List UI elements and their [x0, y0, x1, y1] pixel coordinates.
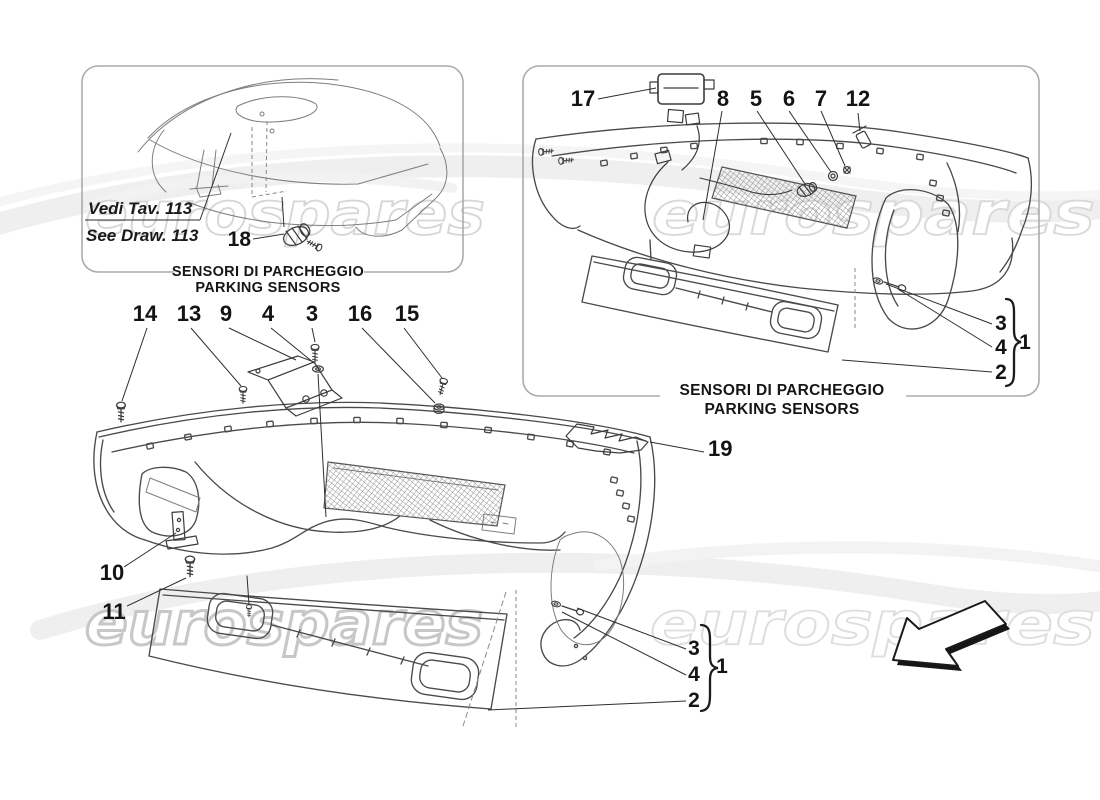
leader-lines-main: [121, 327, 705, 711]
callout-19: 19: [708, 436, 732, 461]
part-screw-14: [115, 401, 127, 423]
inset-diagram: Vedi Tav. 113 See Draw. 113 18 SENSORI D…: [81, 65, 464, 298]
part-clip-12: [852, 125, 872, 149]
inset-ref-italian: Vedi Tav. 113: [88, 199, 193, 218]
callout-8: 8: [717, 86, 729, 111]
tr-caption-it: SENSORI DI PARCHEGGIO: [680, 382, 885, 399]
part-bolt-3: [310, 343, 320, 363]
callout-16: 16: [348, 301, 372, 326]
callout-2-main: 2: [688, 689, 700, 712]
part-screw-15: [435, 377, 449, 397]
direction-arrow: [892, 600, 1010, 671]
callout-4-top: 4: [262, 301, 275, 326]
watermark-middle-left: eurospares: [85, 179, 485, 249]
callout-5: 5: [750, 86, 762, 111]
callout-10: 10: [100, 560, 124, 585]
bumper-shell-tr: [531, 122, 1033, 330]
car-rear-sketch: [137, 78, 448, 237]
callout-9: 9: [220, 301, 232, 326]
callout-17: 17: [571, 86, 595, 111]
callout-13: 13: [177, 301, 201, 326]
part-bracket-9: [247, 355, 343, 417]
callout-7: 7: [815, 86, 827, 111]
direction-arrow-body: [892, 600, 1007, 667]
part-harness-8: [644, 149, 793, 259]
lower-tray-tr: [581, 239, 839, 353]
part-ring-6: [827, 170, 839, 182]
part-sensor-5: [796, 181, 818, 197]
part-ecu-17: [649, 73, 715, 171]
callout-3-top: 3: [306, 301, 318, 326]
top-right-diagram: 17 8 5 6 7 12 3 4 2 1 SENSORI DI PARCHEG…: [522, 65, 1040, 420]
part-bracket-10: [165, 511, 199, 550]
callout-4-main: 4: [688, 663, 700, 686]
callout-3-main: 3: [688, 637, 700, 660]
tr-caption-backer: [660, 378, 906, 420]
leader-lines-tr: [597, 87, 993, 373]
lower-tray: [148, 575, 508, 710]
inset-ref-english: See Draw. 113: [86, 226, 199, 245]
group-brace-main: [699, 623, 719, 713]
main-diagram: 14 13 9 4 3 16 15 10 11 19 3 4 2 1: [93, 301, 732, 728]
grille-mesh-tr: [711, 166, 857, 229]
callout-4-tr: 4: [995, 336, 1007, 359]
grille-mesh: [323, 461, 506, 527]
part-nut-7: [842, 166, 851, 175]
sensor-location-dashes: [251, 120, 288, 198]
bumper-shell: [93, 401, 656, 667]
tr-caption-en: PARKING SENSORS: [705, 401, 860, 418]
callout-12: 12: [846, 86, 870, 111]
watermark-bottom-right: eurospares: [650, 589, 1095, 659]
grille-mesh-frame: [333, 467, 499, 491]
callout-14: 14: [133, 301, 158, 326]
part-screw-13: [238, 385, 248, 404]
callout-6: 6: [783, 86, 795, 111]
inset-caption-en: PARKING SENSORS: [195, 280, 340, 296]
part-reinforcement-19: [565, 423, 649, 454]
callout-15: 15: [395, 301, 419, 326]
part-stud-11: [184, 555, 196, 578]
center-dash-lines: [462, 590, 517, 728]
group-brace-tr: [1004, 297, 1022, 388]
callout-11: 11: [102, 599, 125, 624]
inset-caption-it: SENSORI DI PARCHEGGIO: [172, 264, 364, 280]
callout-1-main: 1: [716, 655, 728, 678]
part-bolt-washer-fixing: [550, 599, 585, 616]
callout-18: 18: [228, 228, 252, 251]
callout-3-tr: 3: [995, 312, 1007, 335]
inset-caption-backer: [174, 258, 364, 298]
part-sensor-18: [283, 223, 324, 253]
callout-2-tr: 2: [995, 361, 1007, 384]
callout-1-tr: 1: [1019, 331, 1031, 354]
watermark-bottom-left: eurospares: [85, 589, 483, 659]
inset-leader-lines: [85, 132, 285, 240]
